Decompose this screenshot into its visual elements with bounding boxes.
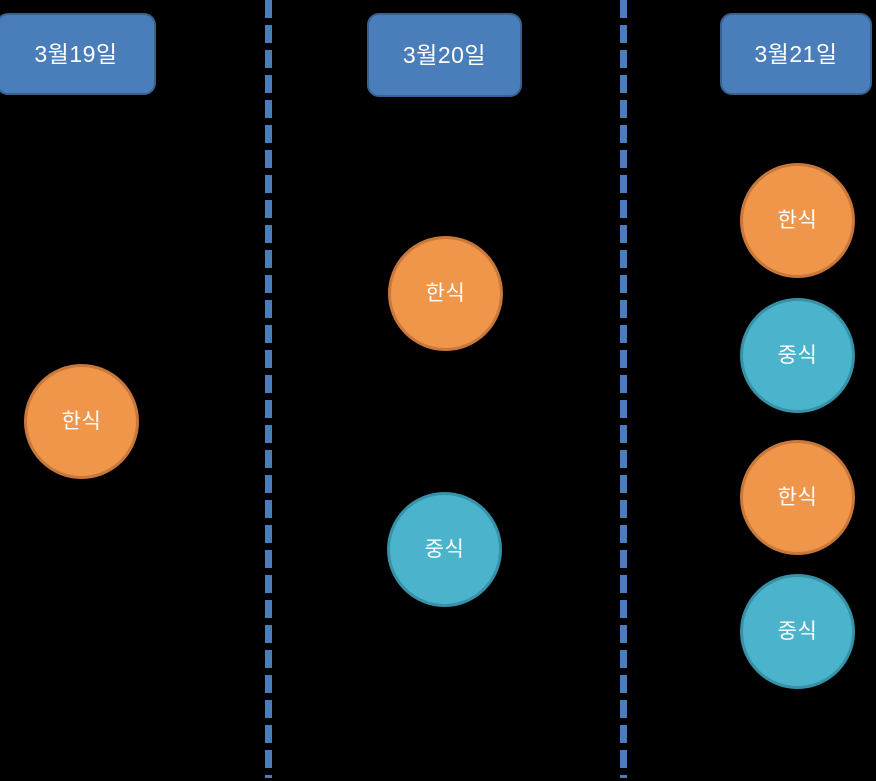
meal-bubble-label: 한식 xyxy=(61,410,102,433)
day-header-label-3: 3월21일 xyxy=(754,40,838,67)
meal-bubble-label: 중식 xyxy=(777,344,818,367)
day-header-chip-2[interactable]: 3월20일 xyxy=(367,13,522,97)
column-divider-2 xyxy=(620,0,627,778)
meal-bubble-label: 중식 xyxy=(424,538,465,561)
day-header-label-1: 3월19일 xyxy=(34,40,118,67)
day-header-chip-1[interactable]: 3월19일 xyxy=(0,13,156,95)
column-divider-1 xyxy=(265,0,272,778)
meal-bubble-label: 한식 xyxy=(777,486,818,509)
meal-bubble-day2-1[interactable]: 한식 xyxy=(388,236,503,351)
meal-bubble-day3-4[interactable]: 중식 xyxy=(740,574,855,689)
meal-bubble-day3-2[interactable]: 중식 xyxy=(740,298,855,413)
day-header-label-2: 3월20일 xyxy=(402,41,487,68)
meal-bubble-day1-1[interactable]: 한식 xyxy=(24,364,139,479)
meal-bubble-label: 중식 xyxy=(777,620,818,643)
meal-bubble-day3-3[interactable]: 한식 xyxy=(740,440,855,555)
meal-bubble-label: 한식 xyxy=(777,209,818,232)
meal-bubble-label: 한식 xyxy=(425,282,466,305)
day-header-chip-3[interactable]: 3월21일 xyxy=(720,13,872,95)
meal-bubble-day3-1[interactable]: 한식 xyxy=(740,163,855,278)
meal-bubble-day2-2[interactable]: 중식 xyxy=(387,492,502,607)
